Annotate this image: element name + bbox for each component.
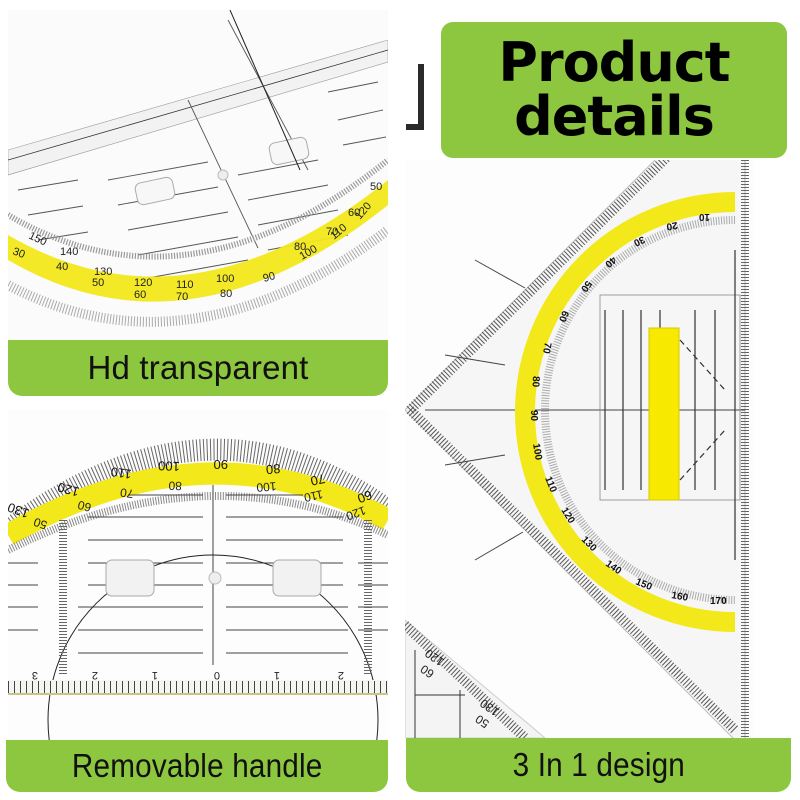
svg-text:130: 130 [94, 266, 112, 278]
svg-text:90: 90 [528, 410, 539, 422]
caption-text: Removable handle [71, 747, 323, 784]
svg-text:110: 110 [110, 464, 133, 482]
svg-text:70: 70 [119, 485, 134, 501]
protractor-transparent-image: 30 40 50 60 70 80 90 100 110 120 150 140… [8, 10, 388, 340]
photo-panel-3in1: 10 20 30 40 50 60 70 80 90 100 110 120 1… [405, 160, 755, 738]
caption-text: 3 In 1 design [512, 746, 685, 783]
svg-text:70: 70 [176, 291, 188, 303]
svg-text:50: 50 [31, 515, 49, 533]
photo-panel-transparent: 30 40 50 60 70 80 90 100 110 120 150 140… [8, 10, 388, 340]
caption-3-in-1-design: 3 In 1 design [406, 738, 791, 792]
svg-text:50: 50 [370, 181, 382, 193]
caption-removable-handle: Removable handle [6, 740, 388, 792]
svg-text:1: 1 [152, 669, 158, 681]
svg-text:110: 110 [302, 487, 324, 505]
bracket-mark-vertical [418, 64, 424, 130]
title-line-2: details [514, 85, 715, 148]
svg-text:80: 80 [530, 376, 541, 388]
svg-text:120: 120 [344, 503, 368, 523]
svg-text:80: 80 [265, 461, 281, 477]
svg-text:60: 60 [355, 487, 374, 506]
svg-text:70: 70 [326, 226, 338, 238]
triangle-set-square-image: 10 20 30 40 50 60 70 80 90 100 110 120 1… [405, 160, 755, 738]
svg-text:90: 90 [262, 270, 277, 285]
svg-text:170: 170 [710, 596, 727, 607]
svg-text:60: 60 [76, 498, 93, 515]
svg-text:60: 60 [134, 289, 146, 301]
svg-text:30: 30 [11, 246, 27, 261]
svg-text:100: 100 [530, 443, 544, 462]
title-line-1: Product [498, 31, 730, 94]
svg-text:60: 60 [348, 207, 360, 219]
svg-text:20: 20 [665, 219, 678, 232]
svg-text:90: 90 [214, 457, 228, 472]
svg-text:120: 120 [56, 479, 81, 499]
svg-text:160: 160 [670, 590, 689, 604]
caption-hd-transparent: Hd transparent [8, 340, 388, 396]
photo-panel-removable-handle: 130 120 110 100 90 80 70 60 50 60 70 80 … [8, 410, 388, 740]
svg-text:50: 50 [92, 277, 104, 289]
svg-text:140: 140 [60, 246, 78, 258]
svg-text:100: 100 [216, 273, 234, 285]
svg-text:80: 80 [220, 288, 232, 300]
svg-text:110: 110 [176, 279, 194, 291]
svg-text:80: 80 [168, 479, 182, 493]
svg-text:2: 2 [92, 669, 98, 681]
svg-text:70: 70 [309, 471, 326, 489]
product-details-badge: Product details [441, 22, 787, 158]
svg-text:3: 3 [32, 669, 38, 681]
svg-text:100: 100 [255, 479, 276, 495]
svg-text:120: 120 [134, 277, 152, 289]
svg-text:30: 30 [631, 233, 646, 248]
svg-text:0: 0 [214, 669, 220, 681]
svg-text:80: 80 [294, 241, 306, 253]
svg-text:1: 1 [274, 669, 280, 681]
bracket-mark-horizontal [406, 124, 424, 130]
svg-text:2: 2 [338, 669, 344, 681]
svg-text:130: 130 [8, 500, 31, 522]
svg-text:70: 70 [540, 341, 553, 354]
svg-text:60: 60 [556, 309, 571, 324]
protractor-handles-image: 130 120 110 100 90 80 70 60 50 60 70 80 … [8, 410, 388, 740]
caption-text: Hd transparent [87, 349, 309, 386]
svg-text:40: 40 [56, 261, 68, 273]
svg-text:10: 10 [698, 211, 710, 222]
svg-text:100: 100 [158, 458, 180, 474]
